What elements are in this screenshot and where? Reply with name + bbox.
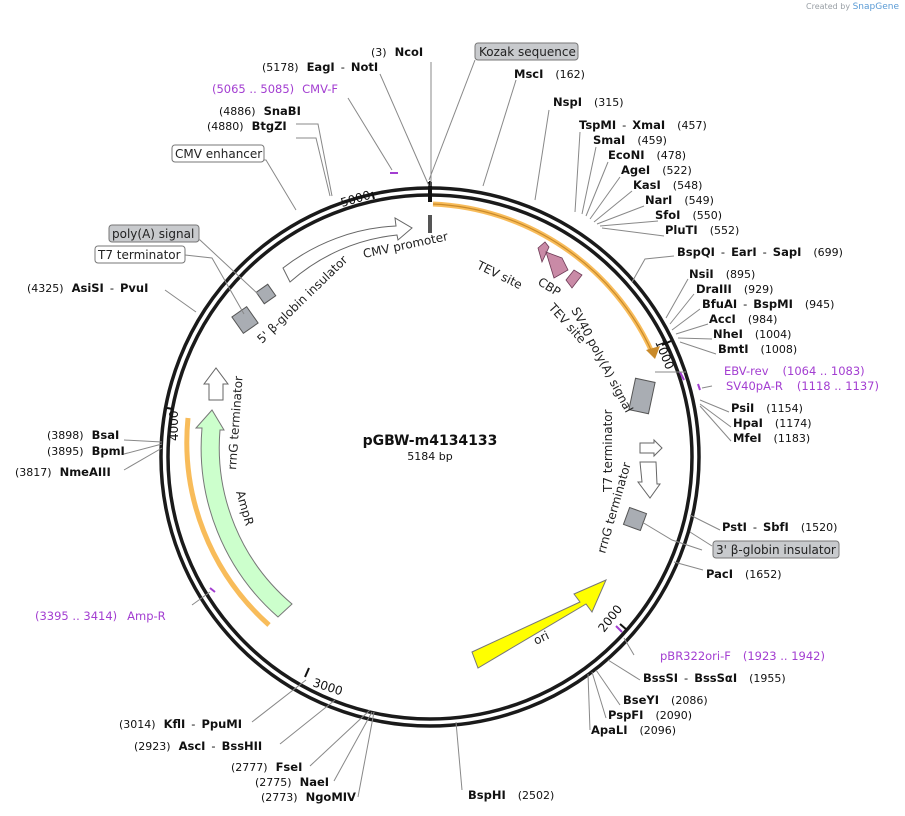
origin-marker xyxy=(428,182,432,202)
label-pspfi: PspFI(2090) xyxy=(608,708,692,722)
polya-signal-label: poly(A) signal xyxy=(108,224,200,243)
globin3-box xyxy=(622,506,648,532)
tick-label-4000: 4000 xyxy=(167,410,181,441)
label-tev1: TEV site xyxy=(474,258,525,292)
label-ngomiv: (2773)NgoMIV xyxy=(261,790,356,804)
tick-label-3000: 3000 xyxy=(311,676,344,699)
label-kasi: KasI(548) xyxy=(633,178,702,192)
cds-arrow xyxy=(432,203,653,353)
plasmid-name: pGBW-m4134133 xyxy=(363,433,498,449)
label-bfuai-bspmi: BfuAI-BspMI(945) xyxy=(702,297,834,311)
label-btgzi: (4880)BtgZI xyxy=(207,119,287,133)
svg-text:poly(A) signal: poly(A) signal xyxy=(112,227,194,241)
label-rrng-left: rrnG terminator xyxy=(225,375,246,470)
plasmid-length: 5184 bp xyxy=(407,450,452,463)
label-econi: EcoNI(478) xyxy=(608,148,686,162)
label-nhei: NheI(1004) xyxy=(713,327,791,341)
rrng-right-arrow xyxy=(637,461,661,499)
label-psii: PsiI(1154) xyxy=(731,401,803,415)
label-pluti: PluTI(552) xyxy=(665,223,739,237)
cmv-enhancer-label: CMV enhancer xyxy=(171,144,265,163)
label-ebv-rev: EBV-rev(1064 .. 1083) xyxy=(724,364,865,378)
cds-arrow-head xyxy=(646,346,660,359)
label-t7-terminator: T7 terminator xyxy=(601,409,615,493)
t7-terminator-label: T7 terminator xyxy=(94,245,186,264)
label-ncoi: (3)NcoI xyxy=(371,45,423,59)
label-ori: ori xyxy=(531,628,551,647)
label-pbr322ori-f: pBR322ori-F(1923 .. 1942) xyxy=(660,649,825,663)
label-nsii: NsiI(895) xyxy=(689,267,755,281)
snapgene-credit: Created by SnapGene xyxy=(806,2,899,12)
label-acci: AccI(984) xyxy=(709,312,777,326)
polya-box-left xyxy=(255,283,277,305)
svg-text:3' β-globin insulator: 3' β-globin insulator xyxy=(716,543,836,557)
label-bseyi: BseYI(2086) xyxy=(623,693,708,707)
globin3-label: 3' β-globin insulator xyxy=(712,540,840,559)
label-sv40-polya: SV40 poly(A) signal xyxy=(568,305,635,415)
label-asisi-pvui: (4325)AsiSI-PvuI xyxy=(27,281,148,295)
label-naei: (2775)NaeI xyxy=(255,775,329,789)
label-bsssi: BssSI-BssSαI(1955) xyxy=(643,671,786,685)
ori-arrow xyxy=(471,579,607,669)
label-smai: SmaI(459) xyxy=(593,133,667,147)
label-bpmi: (3895)BpmI xyxy=(47,444,125,458)
label-bsai: (3898)BsaI xyxy=(47,428,119,442)
svg-text:T7 terminator: T7 terminator xyxy=(97,248,181,262)
label-msci: MscI(162) xyxy=(514,67,585,81)
label-asci-bsshii: (2923)AscI-BssHII xyxy=(134,739,262,753)
svg-text:Kozak sequence: Kozak sequence xyxy=(479,45,576,59)
label-tspmi-xmai: TspMI-XmaI(457) xyxy=(579,118,707,132)
ampr-highlight xyxy=(184,417,271,627)
label-paci: PacI(1652) xyxy=(706,567,782,581)
label-mfei: MfeI(1183) xyxy=(733,431,810,445)
label-sfoi: SfoI(550) xyxy=(655,208,722,222)
kozak-marker xyxy=(428,215,432,233)
label-sv40pa-r: SV40pA-R(1118 .. 1137) xyxy=(726,379,879,393)
rrng-left-arrow xyxy=(203,367,229,401)
label-draiii: DraIII(929) xyxy=(696,282,773,296)
svg-text:CMV enhancer: CMV enhancer xyxy=(175,147,262,161)
kozak-label: Kozak sequence xyxy=(474,42,579,61)
label-ampr: AmpR xyxy=(233,489,256,527)
label-snabi: (4886)SnaBI xyxy=(219,104,301,118)
label-bmti: BmtI(1008) xyxy=(718,342,797,356)
t7-terminator-arrow xyxy=(639,438,663,458)
tag-features xyxy=(537,241,583,289)
globin5-box xyxy=(231,305,259,335)
label-psti-sbfi: PstI-SbfI(1520) xyxy=(722,520,837,534)
label-cmvf-primer: (5065 .. 5085)CMV-F xyxy=(212,82,338,96)
label-agei: AgeI(522) xyxy=(621,163,692,177)
label-fsei: (2777)FseI xyxy=(231,760,302,774)
label-hpai: HpaI(1174) xyxy=(733,416,811,430)
label-nari: NarI(549) xyxy=(645,193,714,207)
primer-marks xyxy=(209,172,701,633)
label-nspi: NspI(315) xyxy=(553,95,624,109)
label-nmeaiii: (3817)NmeAIII xyxy=(15,465,111,479)
ampr-arrow xyxy=(194,409,293,618)
label-eagi-noti: (5178)EagI-NotI xyxy=(262,60,378,74)
label-kfli-ppumi: (3014)KflI-PpuMI xyxy=(119,717,242,731)
cmv-promoter-arrow xyxy=(282,217,413,283)
sv40-polya-box xyxy=(628,377,656,415)
label-cbp: CBP xyxy=(535,275,563,300)
label-apali: ApaLI(2096) xyxy=(591,723,676,737)
label-bspqi-eari-sapi: BspQI-EarI-SapI(699) xyxy=(677,245,843,259)
label-bsphi: BspHI(2502) xyxy=(468,788,554,802)
label-amp-r-primer: (3395 .. 3414)Amp-R xyxy=(35,609,166,623)
